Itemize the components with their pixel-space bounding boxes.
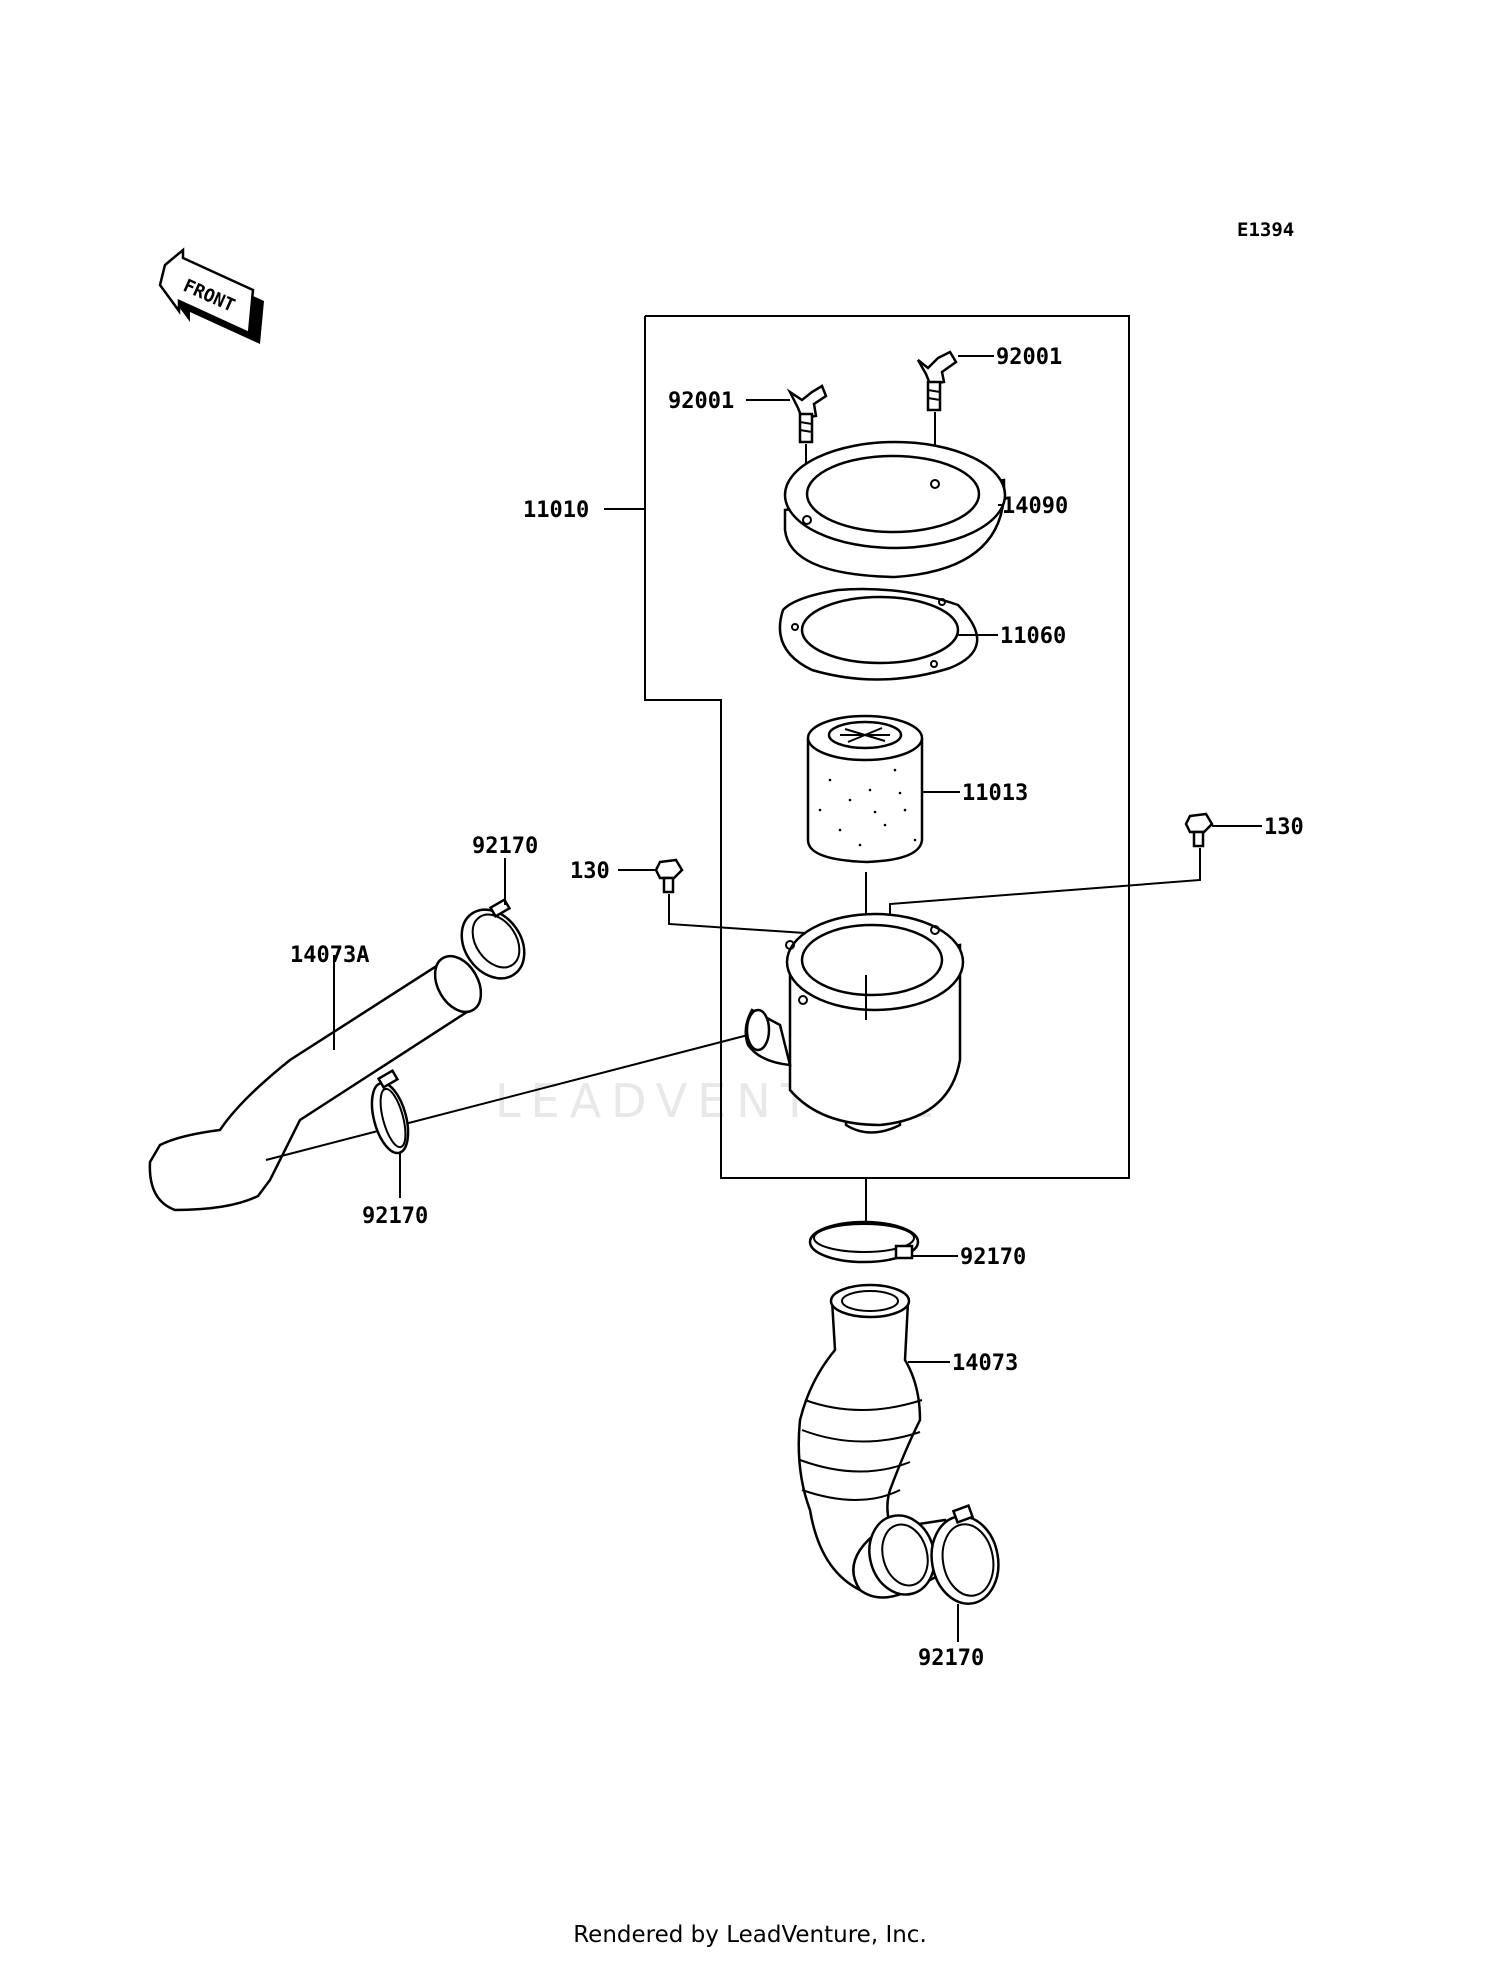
callout-clamp-top-left: 92170 bbox=[472, 834, 538, 859]
wing-bolt-right bbox=[916, 350, 958, 412]
air-filter-element bbox=[806, 714, 924, 864]
diagram-code: E1394 bbox=[1237, 219, 1294, 241]
wing-bolt-left bbox=[786, 384, 828, 444]
front-arrow-icon: FRONT bbox=[158, 247, 264, 344]
bolt-left bbox=[654, 858, 684, 894]
callout-clamp-mid-left: 92170 bbox=[362, 1204, 428, 1229]
hose-clamp-top-left bbox=[460, 897, 526, 980]
callout-clamp-lower-center: 92170 bbox=[960, 1245, 1026, 1270]
hose-clamp-lower-center bbox=[808, 1220, 920, 1264]
boot-hose bbox=[797, 1283, 958, 1599]
callout-bolt-right: 130 bbox=[1264, 815, 1304, 840]
inlet-duct bbox=[148, 954, 483, 1212]
callout-wing-bolt-left: 92001 bbox=[668, 389, 734, 414]
assembly-bracket bbox=[644, 315, 1130, 1179]
callout-element: 11013 bbox=[962, 781, 1028, 806]
bolt-right bbox=[1184, 812, 1214, 848]
callout-bolt-left: 130 bbox=[570, 859, 610, 884]
callout-wing-bolt-right: 92001 bbox=[996, 345, 1062, 370]
cover-plate bbox=[783, 440, 1007, 579]
gasket bbox=[778, 587, 979, 681]
hose-clamp-bottom bbox=[930, 1504, 1000, 1605]
air-cleaner-housing bbox=[744, 912, 965, 1134]
callout-clamp-bottom: 92170 bbox=[918, 1646, 984, 1671]
callout-cover: 14090 bbox=[1002, 494, 1068, 519]
footer-credit: Rendered by LeadVenture, Inc. bbox=[573, 1922, 927, 1948]
callout-boot: 14073 bbox=[952, 1351, 1018, 1376]
hose-clamp-mid-left bbox=[370, 1068, 410, 1155]
callout-duct-inlet: 14073A bbox=[290, 943, 369, 968]
callout-gasket: 11060 bbox=[1000, 624, 1066, 649]
callout-assembly: 11010 bbox=[523, 498, 589, 523]
